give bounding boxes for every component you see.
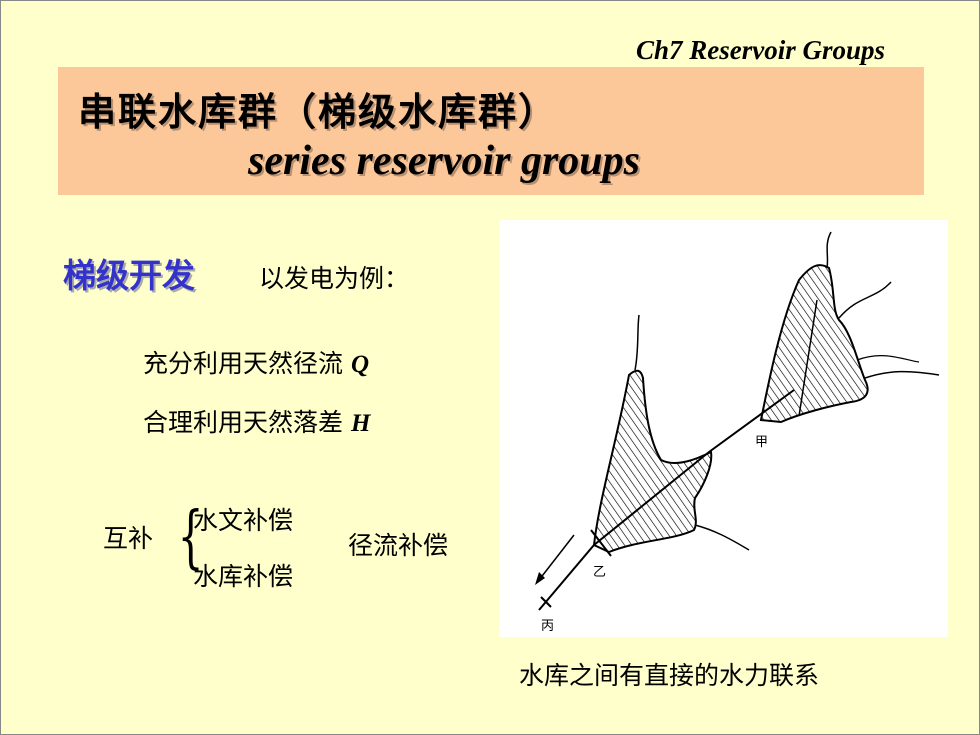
dam-line-jia: [798, 299, 818, 417]
complement-item-reservoir: 水库补偿: [193, 562, 294, 591]
label-yi: 乙: [593, 565, 606, 580]
tributary-4: [856, 355, 920, 363]
section-subtitle: 以发电为例：: [259, 264, 410, 293]
complement-label: 互补: [103, 524, 154, 553]
title-english: series reservoir groups: [248, 138, 641, 184]
dam-bing: [540, 596, 552, 608]
title-box: 串联水库群（梯级水库群） series reservoir groups: [58, 67, 924, 195]
complement-side: 径流补偿: [348, 531, 449, 560]
label-bing: 丙: [541, 619, 554, 634]
point-runoff: 充分利用天然径流 Q: [143, 344, 369, 380]
reservoir-yi: [592, 369, 713, 554]
dam-yi: [590, 529, 612, 557]
point-head-text: 合理利用天然落差: [143, 408, 351, 437]
figure-caption: 水库之间有直接的水力联系: [519, 661, 820, 690]
tributary-1: [826, 231, 832, 269]
chapter-label: Ch7 Reservoir Groups: [635, 35, 885, 65]
tributary-6: [694, 524, 750, 551]
tributary-2: [838, 281, 892, 319]
section-heading: 梯级开发: [63, 256, 195, 295]
left-brace: {: [177, 498, 204, 577]
flow-arrowhead: [535, 572, 545, 585]
point-runoff-var: Q: [350, 351, 370, 378]
point-head-var: H: [350, 410, 371, 437]
tributary-3: [864, 370, 940, 379]
reservoir-figure: 甲 乙 丙: [499, 220, 948, 637]
tributary-5: [634, 314, 640, 371]
label-jia: 甲: [755, 435, 768, 450]
reservoir-jia: [759, 264, 869, 424]
flow-arrow: [538, 534, 575, 581]
complement-item-hydrology: 水文补偿: [193, 506, 294, 535]
title-chinese: 串联水库群（梯级水库群）: [78, 89, 559, 134]
point-head: 合理利用天然落差 H: [143, 403, 370, 439]
point-runoff-text: 充分利用天然径流: [143, 349, 351, 378]
reservoir-diagram: 甲 乙 丙: [535, 231, 940, 634]
